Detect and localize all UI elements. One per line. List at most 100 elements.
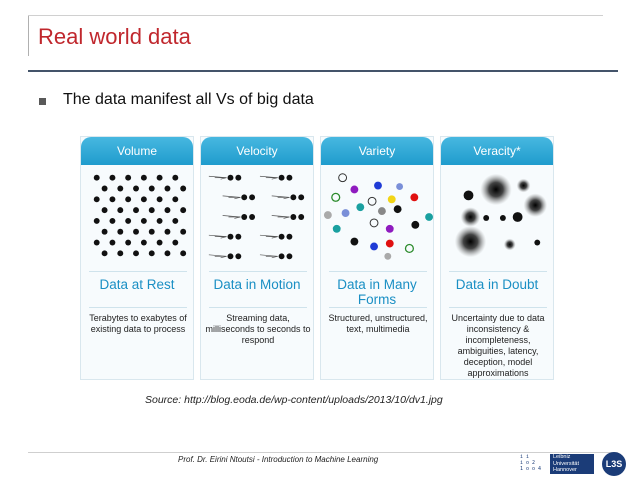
volume-dot [140,174,147,181]
divider [329,307,427,308]
volume-dot [180,185,187,192]
speed-line [283,197,290,200]
volume-column: Volume Data at Rest Terabytes to exabyte… [80,136,194,380]
moving-dot [278,233,285,240]
divider [89,307,187,308]
moving-dot [286,233,293,240]
volume-dot [164,207,171,214]
speed-line [271,177,278,180]
moving-dot [235,233,242,240]
moving-dot [286,174,293,181]
divider [89,271,187,272]
volume-dot [117,250,124,257]
speed-line [220,236,227,239]
volume-dot [156,239,163,246]
volume-dot [109,174,116,181]
bullet-icon [39,98,46,105]
volume-dot [148,207,155,214]
volume-dot [117,185,124,192]
volume-dot [148,228,155,235]
volume-dot [164,185,171,192]
moving-dot [298,214,305,220]
volume-dot [109,196,116,203]
bullet-text: The data manifest all Vs of big data [63,91,314,108]
volume-dot [101,207,108,214]
moving-dot [227,174,234,181]
volume-dot [180,250,187,257]
speed-line [220,177,227,180]
volume-dot [148,185,155,192]
volume-subtitle: Data at Rest [99,277,175,292]
university-logo: i i i o 2 1 o o 4 Leibniz Universität Ha… [520,452,632,476]
title-accent-bar [28,16,29,56]
moving-dot [241,214,248,220]
volume-dot [156,217,163,224]
divider [449,307,547,308]
volume-dot [140,239,147,246]
volume-dot [109,239,116,246]
veracity-column: Veracity* Data in Doubt Uncert [440,136,554,380]
moving-dot [278,253,285,260]
speed-line [271,236,278,239]
volume-dot [117,207,124,214]
footer-divider [28,452,618,453]
volume-dot [172,196,179,203]
volume-dot [93,174,100,181]
volume-dot [101,228,108,235]
top-rule [28,15,603,16]
volume-dot [101,185,108,192]
variety-colored-dots-icon [323,173,433,260]
moving-dot [235,174,242,181]
volume-dot [125,217,132,224]
velocity-subtitle: Data in Motion [213,277,301,292]
divider [209,271,307,272]
volume-dot [156,174,163,181]
moving-dot [290,194,297,201]
volume-dot [93,196,100,203]
variety-description: Structured, unstructured, text, multimed… [328,313,428,334]
moving-dot [249,194,256,201]
variety-header: Variety [321,137,433,165]
speed-line [220,255,227,259]
velocity-header: Velocity [201,137,313,165]
volume-dot [133,250,139,257]
velocity-description: Streaming data, milliseconds to seconds … [205,313,311,345]
logo-line3: Hannover [553,467,577,473]
volume-dots-icon [93,174,187,257]
logo-line1: Leibniz [553,454,571,460]
volume-dot [93,217,100,224]
speed-line [234,197,241,200]
volume-header: Volume [81,137,193,165]
moving-dot [227,233,234,240]
volume-dot [180,207,187,214]
volume-dot [140,217,147,224]
veracity-header: Veracity* [441,137,553,165]
logo-mark-line1: i i [520,454,530,460]
volume-dot [125,239,132,246]
volume-dot [125,196,132,203]
moving-dot [235,253,242,260]
veracity-subtitle: Data in Doubt [455,277,539,292]
moving-dot [249,214,256,220]
source-citation: Source: http://blog.eoda.de/wp-content/u… [145,394,443,406]
variety-column: Variety Data in Many [320,136,434,380]
moving-dot [286,253,293,260]
volume-dot [93,239,100,246]
luh-logo-mark: i i i o 2 1 o o 4 [520,454,546,474]
speed-line [234,216,241,219]
velocity-streaks-icon [208,174,305,260]
slide-title: Real world data [38,24,191,49]
volume-dot [156,196,163,203]
variety-subtitle: Data in Many Forms [337,277,417,307]
volume-dot [109,217,116,224]
luh-logo-text: Leibniz Universität Hannover [550,454,594,474]
speed-line [283,216,290,219]
four-vs-figure: Volume Data at Rest Terabytes to exabyte… [80,136,572,380]
divider [209,307,307,308]
volume-dot [172,239,179,246]
volume-dot [133,207,139,214]
moving-dot [290,214,297,220]
divider [329,271,427,272]
moving-dot [241,194,248,201]
moving-dot [227,253,234,260]
